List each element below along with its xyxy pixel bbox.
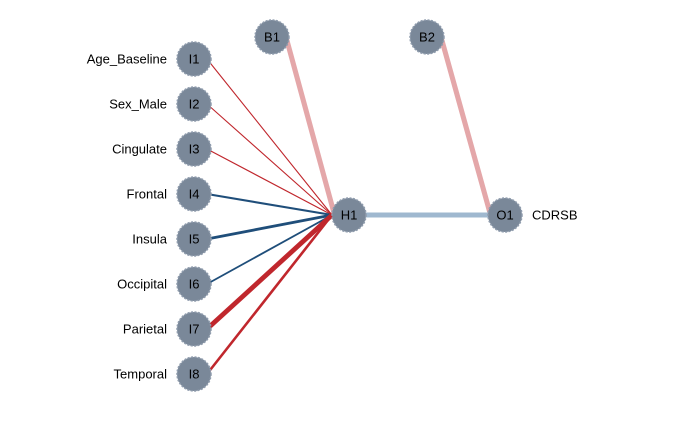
edge-b2-o1 — [438, 34, 493, 216]
hidden-node-h1-id-label: H1 — [341, 208, 358, 223]
output-label-o1: CDRSB — [532, 208, 578, 223]
bias-node-b2-circle — [409, 19, 445, 55]
input-node-i3: I3 — [176, 131, 212, 167]
bias-node-b1-circle — [254, 19, 290, 55]
edge-i6-h1 — [206, 214, 333, 285]
input-node-i5-circle — [176, 221, 212, 257]
bias-node-b1-id-label: B1 — [264, 30, 280, 45]
input-node-i6-circle — [176, 266, 212, 302]
input-node-i2-circle — [176, 86, 212, 122]
input-label-i5: Insula — [132, 232, 167, 247]
input-node-i7-id-label: I7 — [189, 322, 200, 337]
edge-i1-h1 — [206, 58, 333, 216]
input-label-i4: Frontal — [127, 187, 168, 202]
input-node-i8: I8 — [176, 356, 212, 392]
edge-i5-h1 — [205, 213, 334, 241]
bias-node-b2: B2 — [409, 19, 445, 55]
bias-node-b2-id-label: B2 — [419, 30, 435, 45]
input-node-i6-id-label: I6 — [189, 277, 200, 292]
edge-i4-h1 — [205, 192, 334, 217]
input-node-i1-circle — [176, 41, 212, 77]
input-node-i1-id-label: I1 — [189, 52, 200, 67]
hidden-node-h1: H1 — [331, 197, 367, 233]
input-node-i8-circle — [176, 356, 212, 392]
input-node-i4-circle — [176, 176, 212, 212]
bias-node-b1: B1 — [254, 19, 290, 55]
input-node-i2: I2 — [176, 86, 212, 122]
input-node-i4: I4 — [176, 176, 212, 212]
input-label-i3: Cingulate — [112, 142, 167, 157]
input-node-i8-id-label: I8 — [189, 367, 200, 382]
input-node-i2-id-label: I2 — [189, 97, 200, 112]
input-label-i7: Parietal — [123, 322, 167, 337]
output-node-o1: O1 — [487, 197, 523, 233]
edge-i8-h1 — [205, 213, 334, 376]
input-node-i3-id-label: I3 — [189, 142, 200, 157]
input-label-i6: Occipital — [117, 277, 167, 292]
input-node-i4-id-label: I4 — [189, 187, 200, 202]
connection-layer — [204, 34, 493, 376]
output-node-o1-id-label: O1 — [496, 208, 513, 223]
edge-i7-h1 — [204, 212, 335, 332]
edge-i3-h1 — [206, 148, 333, 216]
input-node-i3-circle — [176, 131, 212, 167]
input-label-i1: Age_Baseline — [87, 52, 167, 67]
input-node-i7-circle — [176, 311, 212, 347]
input-node-i5: I5 — [176, 221, 212, 257]
edge-b1-h1 — [283, 34, 337, 216]
edge-i2-h1 — [206, 103, 333, 216]
input-node-i6: I6 — [176, 266, 212, 302]
input-label-i8: Temporal — [114, 367, 168, 382]
input-node-i7: I7 — [176, 311, 212, 347]
output-node-o1-circle — [487, 197, 523, 233]
input-node-i5-id-label: I5 — [189, 232, 200, 247]
hidden-node-h1-circle — [331, 197, 367, 233]
input-node-i1: I1 — [176, 41, 212, 77]
input-label-i2: Sex_Male — [109, 97, 167, 112]
